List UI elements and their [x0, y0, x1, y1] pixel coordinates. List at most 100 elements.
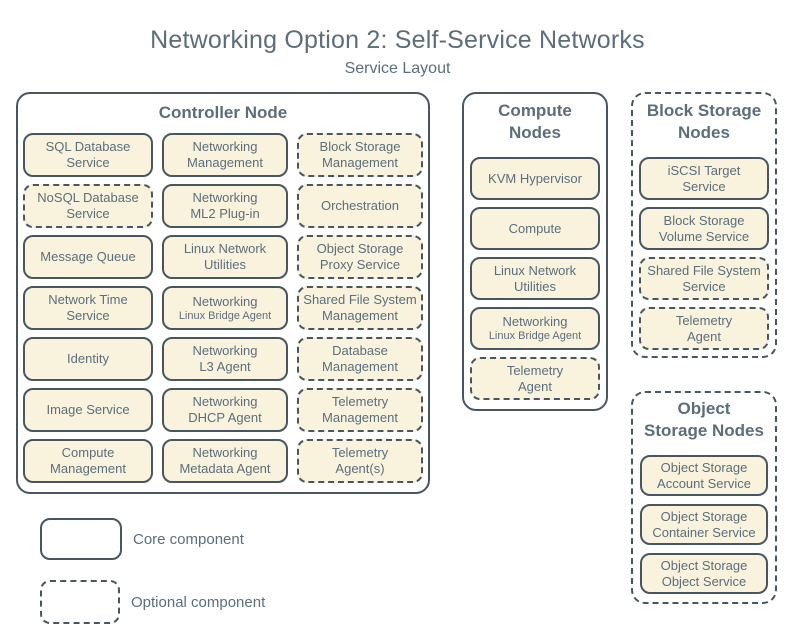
group-title-line: Block Storage: [646, 101, 762, 120]
box-label: Proxy Service: [319, 257, 401, 272]
box-label: Linux Network: [493, 262, 577, 278]
box-shared-file-system-management: Shared File System Management: [297, 286, 423, 330]
page-subtitle: Service Layout: [344, 60, 451, 77]
box-label: Management: [322, 155, 398, 170]
group-title-line: Compute: [498, 101, 572, 120]
block-storage-nodes-title: Block Storage Nodes: [633, 100, 775, 144]
box-label: SQL Database: [45, 139, 131, 154]
box-linux-network-utilities: Linux Network Utilities: [162, 235, 288, 279]
box-label: Object Storage: [660, 557, 748, 573]
box-label: Networking: [192, 343, 258, 358]
box-linux-network-utilities: Linux Network Utilities: [470, 257, 600, 300]
box-label: Volume Service: [658, 228, 750, 244]
legend-core-swatch: [40, 518, 122, 560]
legend-optional-swatch: [40, 580, 120, 624]
group-title-line: Nodes: [509, 123, 561, 142]
box-label: Utilities: [204, 257, 246, 272]
group-title-line: Storage Nodes: [644, 421, 764, 440]
box-label: Linux Network: [183, 241, 267, 256]
box-object-storage-object-service: Object Storage Object Service: [640, 553, 768, 594]
box-telemetry-management: Telemetry Management: [297, 388, 423, 432]
controller-node-title: Controller Node: [18, 102, 428, 123]
box-object-storage-container-service: Object Storage Container Service: [640, 504, 768, 545]
box-label: Agent: [518, 378, 552, 394]
box-orchestration: Orchestration: [297, 184, 423, 228]
object-storage-nodes-group: Object Storage Nodes Object Storage Acco…: [631, 391, 777, 604]
compute-nodes-stack: KVM Hypervisor Compute Linux Network Uti…: [470, 157, 600, 400]
box-label: Orchestration: [320, 198, 400, 213]
box-label: NoSQL Database: [37, 190, 139, 205]
box-label: Telemetry: [331, 394, 389, 409]
box-label: DHCP Agent: [188, 410, 262, 425]
legend-core-item: Core component: [40, 518, 244, 560]
legend-optional-label: Optional component: [131, 593, 266, 611]
box-label: Container Service: [652, 524, 756, 540]
box-label: Management: [187, 155, 263, 170]
box-label: Telemetry: [331, 445, 389, 460]
box-label: Service: [66, 206, 110, 221]
box-message-queue: Message Queue: [23, 235, 153, 279]
box-networking-management: Networking Management: [162, 133, 288, 177]
box-label: Management: [322, 308, 398, 323]
box-label: Utilities: [514, 278, 556, 294]
object-storage-stack: Object Storage Account Service Object St…: [640, 455, 768, 594]
legend-optional-item: Optional component: [40, 580, 265, 624]
block-storage-stack: iSCSI Target Service Block Storage Volum…: [639, 157, 769, 350]
box-label: Object Storage: [316, 241, 404, 256]
controller-node-group: Controller Node SQL Database Service Net…: [16, 92, 430, 494]
box-label: Shared File System: [647, 262, 761, 278]
box-compute: Compute: [470, 207, 600, 250]
box-block-storage-volume-service: Block Storage Volume Service: [639, 207, 769, 250]
box-label: Networking: [502, 314, 568, 329]
box-label: Service: [66, 155, 110, 170]
box-label: Agent(s): [335, 461, 385, 476]
box-telemetry-agents: Telemetry Agent(s): [297, 439, 423, 483]
box-label: L3 Agent: [199, 359, 251, 374]
box-networking-l3-agent: Networking L3 Agent: [162, 337, 288, 381]
group-title-line: Controller Node: [158, 103, 288, 122]
box-object-storage-proxy-service: Object Storage Proxy Service: [297, 235, 423, 279]
box-label: Object Service: [661, 573, 747, 589]
box-label: iSCSI Target: [667, 162, 741, 178]
box-sql-database-service: SQL Database Service: [23, 133, 153, 177]
box-label: Management: [322, 359, 398, 374]
box-label: Network Time: [48, 292, 128, 307]
box-block-storage-management: Block Storage Management: [297, 133, 423, 177]
group-title-line: Object: [677, 399, 731, 418]
box-networking-ml2-plugin: Networking ML2 Plug-in: [162, 184, 288, 228]
box-label: Networking: [192, 394, 258, 409]
legend-core-label: Core component: [133, 530, 244, 548]
box-label: Service: [66, 308, 110, 323]
box-label: Metadata Agent: [179, 461, 271, 476]
box-label: Object Storage: [660, 508, 748, 524]
box-compute-management: Compute Management: [23, 439, 153, 483]
box-label: Compute: [508, 220, 562, 236]
box-label: Service: [682, 178, 726, 194]
box-label: Management: [322, 410, 398, 425]
box-label: KVM Hypervisor: [488, 170, 582, 186]
box-networking-linux-bridge-agent: Networking Linux Bridge Agent: [162, 286, 288, 330]
compute-nodes-title: Compute Nodes: [464, 100, 606, 144]
box-label: Networking: [192, 190, 258, 205]
box-networking-linux-bridge-agent: Networking Linux Bridge Agent: [470, 307, 600, 350]
box-label: Object Storage: [660, 459, 748, 475]
box-object-storage-account-service: Object Storage Account Service: [640, 455, 768, 496]
box-sublabel: Linux Bridge Agent: [488, 330, 582, 342]
box-database-management: Database Management: [297, 337, 423, 381]
box-label: Message Queue: [40, 249, 136, 264]
object-storage-nodes-title: Object Storage Nodes: [633, 398, 775, 442]
box-label: Identity: [67, 351, 109, 366]
box-label: Compute: [61, 445, 115, 460]
box-telemetry-agent: Telemetry Agent: [470, 357, 600, 400]
box-identity: Identity: [23, 337, 153, 381]
box-networking-metadata-agent: Networking Metadata Agent: [162, 439, 288, 483]
box-label: Networking: [192, 293, 258, 309]
box-label: Service: [682, 278, 726, 294]
box-label: Shared File System: [303, 292, 417, 307]
box-sublabel: Linux Bridge Agent: [178, 309, 272, 322]
box-label: Block Storage: [663, 212, 745, 228]
box-label: Block Storage: [319, 139, 401, 154]
box-label: Account Service: [657, 475, 751, 491]
box-label: Agent: [687, 328, 721, 344]
box-kvm-hypervisor: KVM Hypervisor: [470, 157, 600, 200]
